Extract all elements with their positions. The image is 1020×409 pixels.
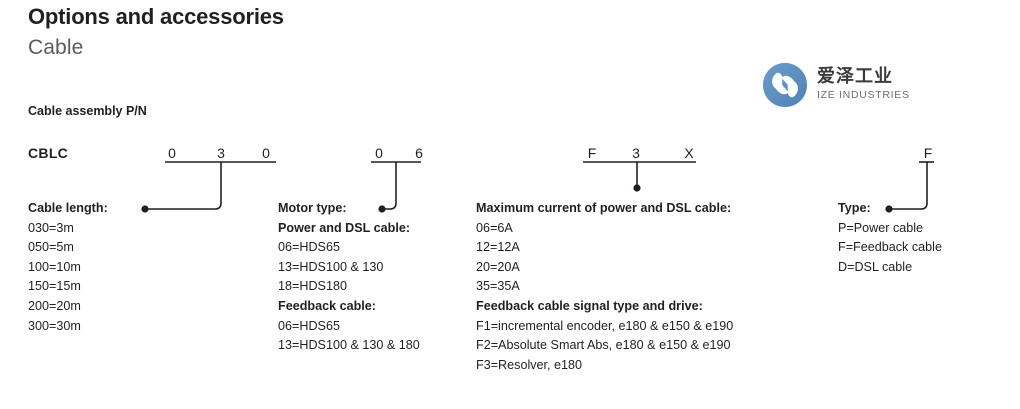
code-char-max-current-2: X bbox=[684, 145, 694, 161]
type-option-3: D=DSL cable bbox=[838, 259, 913, 274]
leader-cable-length bbox=[147, 162, 222, 210]
page-title: Options and accessories bbox=[28, 4, 284, 29]
max-current-option-2: 12=12A bbox=[476, 240, 520, 255]
max-current-heading-0: Maximum current of power and DSL cable: bbox=[476, 201, 732, 215]
cable-length-option-5: 200=20m bbox=[28, 298, 81, 313]
column-motor-type: Motor type: Power and DSL cable: 06=HDS65 1… bbox=[278, 199, 420, 356]
max-current-option-8: F3=Resolver, e180 bbox=[476, 357, 583, 372]
type-heading-0: Type: bbox=[838, 201, 871, 215]
code-char-max-current-1: 3 bbox=[632, 145, 640, 161]
motor-type-option-3: 13=HDS100 & 130 bbox=[278, 259, 384, 274]
max-current-option-6: F1=incremental encoder, e180 & e150 & e1… bbox=[476, 318, 734, 333]
max-current-heading-5: Feedback cable signal type and drive: bbox=[476, 298, 703, 313]
max-current-option-1: 06=6A bbox=[476, 220, 513, 235]
cable-length-option-1: 030=3m bbox=[28, 220, 74, 235]
cable-length-heading-0: Cable length: bbox=[28, 201, 108, 215]
motor-type-heading-0: Motor type: bbox=[278, 201, 347, 215]
motor-type-option-2: 06=HDS65 bbox=[278, 240, 340, 255]
code-char-cable-length-2: 0 bbox=[262, 145, 270, 161]
cable-length-option-6: 300=30m bbox=[28, 318, 81, 333]
cable-length-option-2: 050=5m bbox=[28, 240, 74, 255]
max-current-option-4: 35=35A bbox=[476, 279, 520, 294]
company-logo: 爱泽工业 IZE INDUSTRIES bbox=[762, 60, 922, 110]
column-cable-length: Cable length: 030=3m 050=5m 100=10m 150=15m 2… bbox=[28, 199, 108, 336]
motor-type-option-4: 18=HDS180 bbox=[278, 279, 347, 294]
bullet-cable-length bbox=[141, 205, 149, 213]
cable-length-option-4: 150=15m bbox=[28, 279, 81, 294]
logo-chinese-name: 爱泽工业 bbox=[817, 66, 893, 88]
code-char-max-current-0: F bbox=[587, 145, 597, 161]
code-char-motor-type-1: 6 bbox=[415, 145, 423, 161]
code-char-type-0: F bbox=[923, 145, 933, 161]
motor-type-heading-1: Power and DSL cable: bbox=[278, 220, 411, 235]
logo-english-name: IZE INDUSTRIES bbox=[817, 89, 910, 102]
code-char-cable-length-0: 0 bbox=[168, 145, 176, 161]
motor-type-option-7: 13=HDS100 & 130 & 180 bbox=[278, 338, 420, 353]
max-current-option-3: 20=20A bbox=[476, 259, 520, 274]
column-max-current: Maximum current of power and DSL cable: 0… bbox=[476, 199, 733, 375]
page-subtitle: Cable bbox=[28, 36, 84, 59]
bullet-max-current bbox=[633, 184, 641, 192]
code-char-cable-length-1: 3 bbox=[217, 145, 225, 161]
type-option-2: F=Feedback cable bbox=[838, 240, 942, 255]
motor-type-heading-5: Feedback cable: bbox=[278, 298, 376, 313]
ize-circle-logo-icon bbox=[762, 62, 808, 108]
section-title: Cable assembly P/N bbox=[28, 104, 147, 118]
code-root-label: CBLC bbox=[28, 145, 69, 161]
max-current-option-7: F2=Absolute Smart Abs, e180 & e150 & e19… bbox=[476, 338, 731, 353]
type-option-1: P=Power cable bbox=[838, 220, 924, 235]
motor-type-option-6: 06=HDS65 bbox=[278, 318, 340, 333]
cable-length-option-3: 100=10m bbox=[28, 259, 81, 274]
code-char-motor-type-0: 0 bbox=[375, 145, 383, 161]
